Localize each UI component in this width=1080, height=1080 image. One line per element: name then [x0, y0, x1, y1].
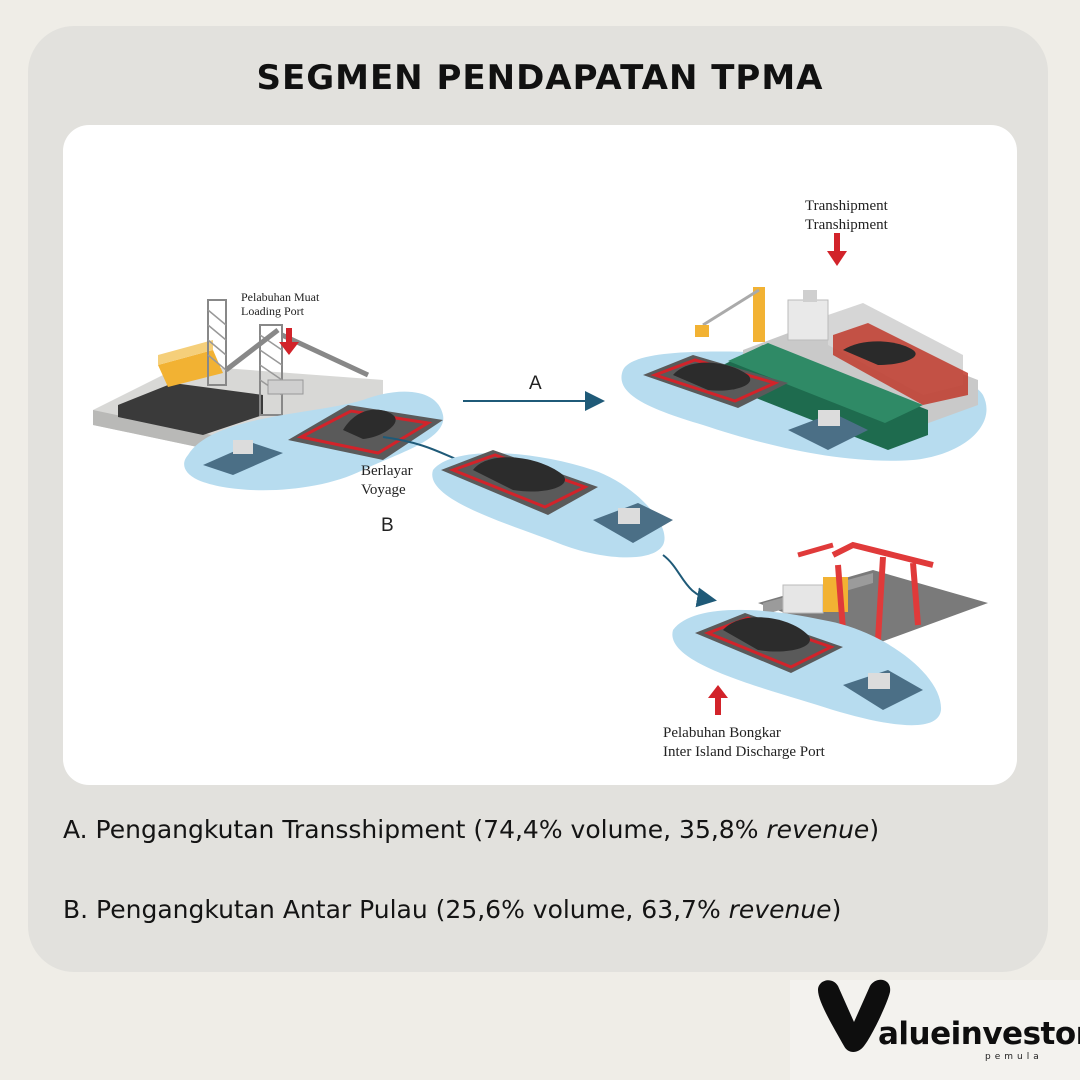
route-a-label: A: [529, 373, 542, 394]
segment-a-prefix: A. Pengangkutan Transshipment (74,4% vol…: [63, 815, 767, 844]
diagram-panel: Pelabuhan Muat Loading Port A: [63, 125, 1017, 785]
discharge-barge: [695, 613, 843, 673]
voyage-barge: [441, 450, 598, 515]
segment-a-suffix: ): [869, 815, 880, 844]
segment-b-emph: revenue: [728, 895, 832, 924]
segment-a-text: A. Pengangkutan Transshipment (74,4% vol…: [63, 815, 879, 844]
discharge-label-line2: Inter Island Discharge Port: [663, 744, 826, 760]
discharge-label-line1: Pelabuhan Bongkar: [663, 725, 781, 741]
transhipment-tug: [788, 410, 868, 450]
route-b-label: B: [381, 515, 394, 536]
discharge-port-arrow: [708, 685, 728, 715]
segment-b-text: B. Pengangkutan Antar Pulau (25,6% volum…: [63, 895, 841, 924]
segment-b-prefix: B. Pengangkutan Antar Pulau (25,6% volum…: [63, 895, 729, 924]
transhipment-barge: [643, 355, 788, 408]
loading-barge: [288, 405, 443, 460]
logo-v-mark: [818, 979, 891, 1052]
voyage-label-line1: Berlayar: [361, 463, 413, 479]
discharge-tug: [843, 670, 923, 710]
route-b-path-2: [662, 554, 717, 608]
voyage-label-line2: Voyage: [361, 482, 406, 498]
transhipment-label-line2: Transhipment: [805, 217, 889, 233]
loading-port-label-line1: Pelabuhan Muat: [241, 290, 320, 304]
transhipment-arrow: [827, 233, 847, 266]
shipping-diagram: Pelabuhan Muat Loading Port A: [93, 198, 988, 760]
voyage-tug: [593, 503, 673, 543]
mother-vessel: [695, 287, 978, 450]
loading-port-arrow: [279, 328, 299, 355]
loading-tug: [203, 440, 283, 475]
logo-text: alueinvestor: [878, 1016, 1080, 1052]
segment-b-suffix: ): [831, 895, 842, 924]
discharge-port-illustration: [758, 541, 988, 645]
transhipment-label-line1: Transhipment: [805, 198, 889, 214]
logo-subtext: pemula: [985, 1052, 1043, 1062]
page-title: SEGMEN PENDAPATAN TPMA: [256, 58, 824, 98]
loading-port-label-line2: Loading Port: [241, 304, 305, 318]
segment-a-emph: revenue: [766, 815, 870, 844]
